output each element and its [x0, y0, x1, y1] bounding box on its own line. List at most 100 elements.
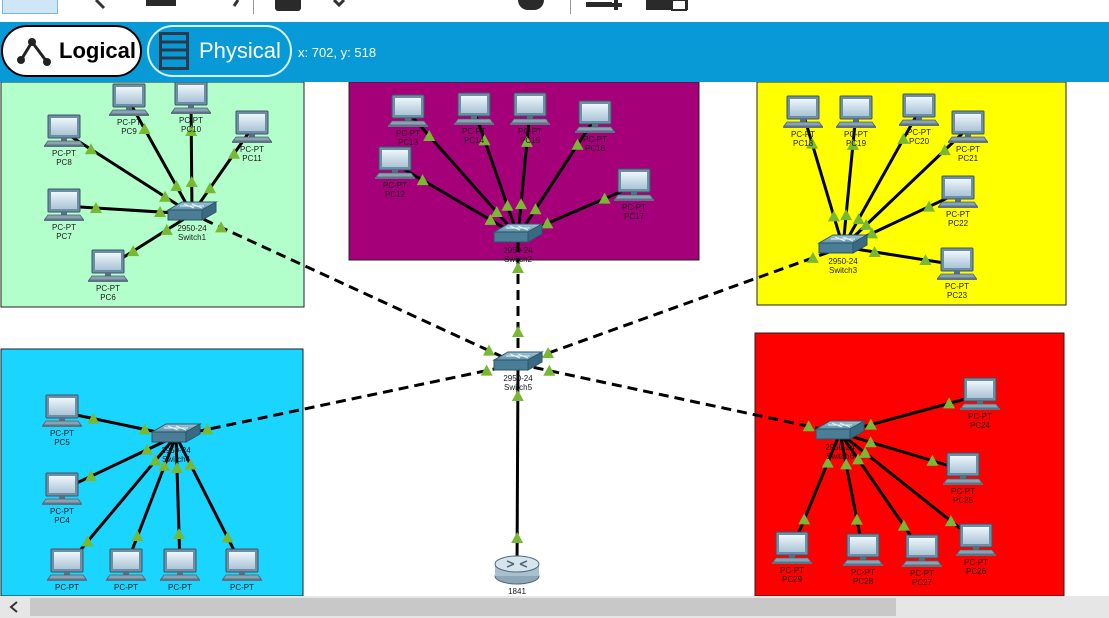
pc-type-label: PC-PT: [851, 568, 875, 577]
add-complex-pdu-icon[interactable]: [646, 0, 690, 14]
link-lights-layer: [81, 122, 957, 547]
pc-pc-c4[interactable]: PC-PT: [221, 548, 263, 592]
link-pc28[interactable]: [838, 432, 865, 552]
switch-model-label: 2950-24: [828, 257, 858, 266]
link-pc29[interactable]: [790, 432, 842, 550]
physical-mode-button[interactable]: Physical: [147, 25, 292, 77]
scrollbar-thumb[interactable]: [30, 598, 896, 616]
link-pc8-light-b: [84, 143, 97, 155]
uplink-switch3[interactable]: [517, 245, 844, 366]
link-pc10[interactable]: [189, 98, 194, 215]
pc-icon: [936, 247, 978, 281]
link-pc11-light-b: [228, 147, 240, 159]
link-pc4[interactable]: [61, 434, 177, 492]
pc-name-label: PC7: [56, 232, 72, 241]
pc-icon: [955, 523, 997, 557]
link-pc8[interactable]: [63, 130, 193, 216]
horizontal-scrollbar[interactable]: [0, 596, 1109, 618]
pc-type-label: PC-PT: [117, 118, 141, 127]
note-tool-icon[interactable]: [146, 0, 176, 6]
router-icon: [494, 555, 540, 585]
link-pc21-light-b: [938, 144, 951, 156]
inspect-tool-icon[interactable]: [275, 0, 301, 11]
link-pc9[interactable]: [127, 100, 194, 215]
uplink-switch1[interactable]: [191, 212, 519, 366]
pc-name-label: PC12: [385, 190, 406, 199]
link-pc27[interactable]: [838, 432, 924, 553]
pc-type-label: PC-PT: [951, 487, 975, 496]
router-1841[interactable]: 1841: [494, 555, 540, 596]
uplink-switch4-light-b: [201, 423, 214, 435]
pc-name-label: PC24: [970, 421, 991, 430]
link-pc15[interactable]: [516, 109, 532, 237]
link-pc20[interactable]: [841, 110, 921, 248]
link-pc19[interactable]: [841, 112, 858, 248]
draw-tool-icon[interactable]: [228, 0, 240, 14]
chevron-left-icon[interactable]: [0, 596, 28, 618]
pc-pc-c1[interactable]: PC-PT: [46, 548, 88, 592]
link-pc23[interactable]: [842, 245, 958, 267]
add-simple-pdu-icon[interactable]: [586, 0, 626, 14]
pc-pc-c3[interactable]: PC-PT: [159, 548, 201, 592]
link-pc25[interactable]: [839, 431, 964, 472]
uplink-switch6[interactable]: [517, 362, 841, 435]
link-pc-c2[interactable]: [124, 435, 178, 567]
logical-mode-button[interactable]: Logical: [1, 25, 142, 77]
pc-pc-c2[interactable]: PC-PT: [105, 548, 147, 592]
link-pc12[interactable]: [394, 162, 519, 238]
link-pc-c4[interactable]: [174, 435, 244, 567]
link-pc18[interactable]: [801, 112, 845, 248]
link-pc14[interactable]: [472, 109, 520, 237]
link-pc28-light-b: [850, 513, 863, 525]
link-pc26-light-a: [859, 446, 872, 458]
link-pc29-light-a: [821, 456, 834, 468]
link-pc-c3[interactable]: [174, 435, 182, 567]
pc-icon: [947, 110, 989, 144]
custom-pdu-icon[interactable]: [518, 0, 544, 10]
line-tool-icon[interactable]: [92, 0, 112, 14]
uplink-switch4[interactable]: [175, 362, 519, 438]
link-pc16[interactable]: [516, 117, 597, 237]
link-pc24-light-a: [864, 418, 877, 430]
select-tool-icon[interactable]: [2, 0, 58, 14]
pc-icon: [46, 548, 88, 582]
resize-tool-icon[interactable]: [330, 0, 350, 14]
link-pc7-light-b: [89, 201, 102, 213]
pc-name-label: PC21: [958, 154, 979, 163]
